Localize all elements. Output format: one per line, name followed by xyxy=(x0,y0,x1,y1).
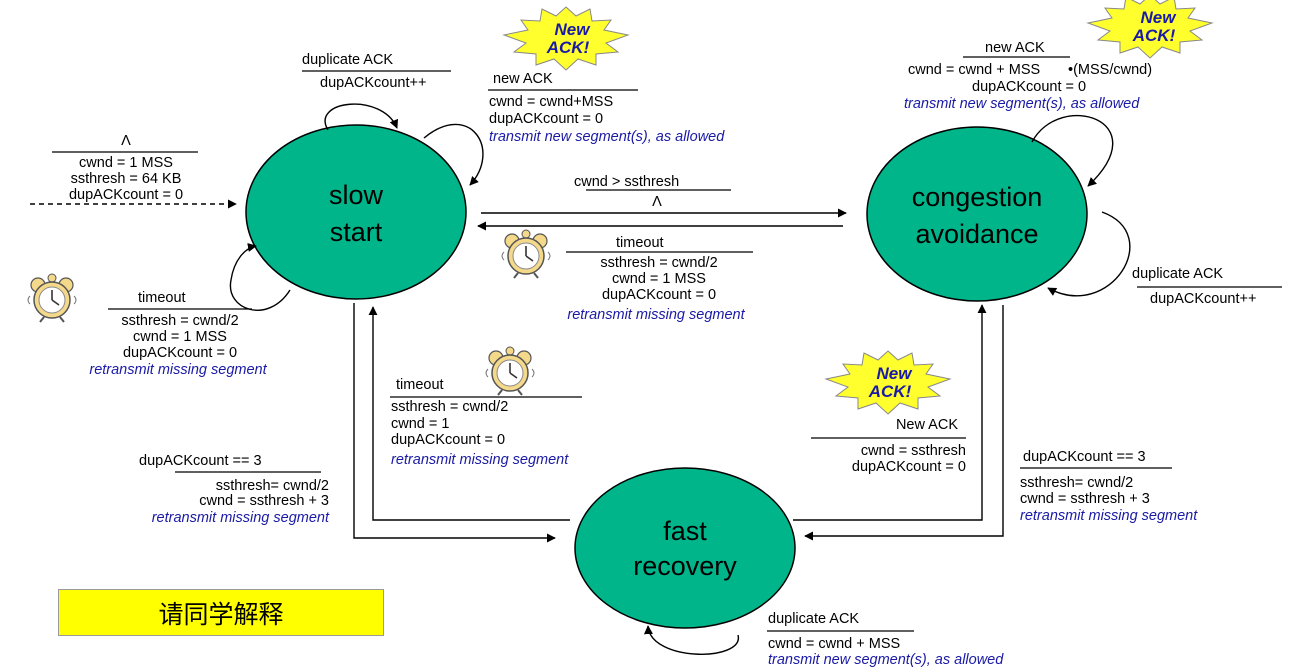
label-fr-timeout: timeout ssthresh = cwnd/2 cwnd = 1 dupAC… xyxy=(390,377,582,468)
label-fr-to-ca: New ACK cwnd = ssthresh dupACKcount = 0 xyxy=(811,417,966,475)
action-text: cwnd = ssthresh + 3 xyxy=(1020,491,1150,507)
action-italic-text: retransmit missing segment xyxy=(391,452,569,468)
state-fast-recovery: fast recovery xyxy=(574,467,796,629)
alarm-clock-icon xyxy=(485,346,535,396)
action-italic-text: transmit new segment(s), as allowed xyxy=(904,96,1140,112)
fr-to-ss-timeout-arrow xyxy=(368,306,570,521)
ca-to-fr-arrow xyxy=(804,305,1004,541)
ca-newack-loop-arrow xyxy=(1031,114,1114,187)
transition-arrows xyxy=(30,103,1131,655)
action-text: ssthresh = cwnd/2 xyxy=(600,255,717,271)
action-text: dupACKcount = 0 xyxy=(69,187,183,203)
label-fr-dup: duplicate ACK cwnd = cwnd + MSS transmit… xyxy=(767,611,1004,668)
action-text: cwnd = 1 MSS xyxy=(79,155,173,171)
label-ss-timeout: timeout ssthresh = cwnd/2 cwnd = 1 MSS d… xyxy=(89,290,267,378)
burst-text: New xyxy=(555,20,592,39)
action-italic-text: retransmit missing segment xyxy=(567,307,745,323)
state-label: recovery xyxy=(633,551,737,581)
burst-text: ACK! xyxy=(1132,26,1176,45)
action-text: dupACKcount = 0 xyxy=(489,111,603,127)
event-text: dupACKcount == 3 xyxy=(139,453,262,469)
action-text: Λ xyxy=(652,194,662,210)
new-ack-burst-icon: New ACK! xyxy=(824,350,952,415)
note-text: 请同学解释 xyxy=(158,599,284,629)
action-text: dupACKcount++ xyxy=(320,75,426,91)
label-ca-newack: new ACK cwnd = cwnd + MSS •(MSS/cwnd) du… xyxy=(904,40,1152,112)
event-text: duplicate ACK xyxy=(768,611,859,627)
action-text: dupACKcount = 0 xyxy=(972,79,1086,95)
burst-text: New xyxy=(877,364,914,383)
burst-star xyxy=(824,350,952,415)
state-label: avoidance xyxy=(915,219,1038,249)
label-ss-newack: new ACK cwnd = cwnd+MSS dupACKcount = 0 … xyxy=(488,71,725,145)
ss-to-fr-arrow xyxy=(353,303,556,543)
label-ca-to-fr: dupACKcount == 3 ssthresh= cwnd/2 cwnd =… xyxy=(1020,449,1198,524)
label-ss-dup: duplicate ACK dupACKcount++ xyxy=(302,52,451,91)
action-text: cwnd = 1 MSS xyxy=(612,271,706,287)
alarm-clock-icon xyxy=(501,229,551,279)
ss-dup-loop-arrow xyxy=(324,103,399,131)
burst-text: ACK! xyxy=(868,382,912,401)
event-text: duplicate ACK xyxy=(302,52,393,68)
burst-text: ACK! xyxy=(546,38,590,57)
action-text: dupACKcount = 0 xyxy=(391,432,505,448)
action-italic-text: retransmit missing segment xyxy=(152,510,330,526)
action-text: cwnd = 1 xyxy=(391,416,449,432)
action-text: cwnd = cwnd + MSS xyxy=(768,636,900,652)
fr-to-ca-arrow xyxy=(793,304,987,521)
label-init: Λ cwnd = 1 MSS ssthresh = 64 KB dupACKco… xyxy=(52,133,198,203)
action-italic-text: retransmit missing segment xyxy=(89,362,267,378)
action-text: ssthresh = cwnd/2 xyxy=(121,313,238,329)
event-text: dupACKcount == 3 xyxy=(1023,449,1146,465)
action-text: ssthresh= cwnd/2 xyxy=(216,478,329,494)
action-text: cwnd = ssthresh + 3 xyxy=(199,493,329,509)
action-text: dupACKcount = 0 xyxy=(852,459,966,475)
action-text: cwnd = cwnd + MSS xyxy=(908,62,1040,78)
action-text: dupACKcount = 0 xyxy=(123,345,237,361)
action-text: dupACKcount++ xyxy=(1150,291,1256,307)
event-text: new ACK xyxy=(985,40,1045,56)
ca-dup-loop-arrow xyxy=(1047,211,1131,297)
action-italic-text: transmit new segment(s), as allowed xyxy=(489,129,725,145)
state-label: congestion xyxy=(912,182,1043,212)
burst-star xyxy=(1086,0,1214,59)
new-ack-burst-icon: New ACK! xyxy=(1086,0,1214,59)
action-text: •(MSS/cwnd) xyxy=(1068,62,1152,78)
event-text: Λ xyxy=(121,133,131,149)
state-label: slow xyxy=(329,180,384,210)
ss-timeout-loop-arrow xyxy=(229,243,291,311)
event-text: new ACK xyxy=(493,71,553,87)
action-text: cwnd = 1 MSS xyxy=(133,329,227,345)
fr-dup-loop-arrow xyxy=(643,625,739,655)
action-text: cwnd = cwnd+MSS xyxy=(489,94,613,110)
state-label: start xyxy=(330,217,383,247)
new-ack-burst-icon: New ACK! xyxy=(502,6,630,71)
action-text: cwnd = ssthresh xyxy=(861,443,966,459)
action-italic-text: retransmit missing segment xyxy=(1020,508,1198,524)
action-text: ssthresh= cwnd/2 xyxy=(1020,475,1133,491)
event-text: timeout xyxy=(396,377,444,393)
ss-newack-loop-arrow xyxy=(423,123,484,186)
action-text: dupACKcount = 0 xyxy=(602,287,716,303)
label-ca-to-ss: timeout ssthresh = cwnd/2 cwnd = 1 MSS d… xyxy=(566,235,753,323)
action-text: ssthresh = cwnd/2 xyxy=(391,399,508,415)
action-italic-text: transmit new segment(s), as allowed xyxy=(768,652,1004,668)
event-text: duplicate ACK xyxy=(1132,266,1223,282)
state-label: fast xyxy=(663,516,707,546)
event-text: New ACK xyxy=(896,417,958,433)
event-text: timeout xyxy=(616,235,664,251)
alarm-clock-icon xyxy=(27,273,77,323)
burst-text: New xyxy=(1141,8,1178,27)
label-ca-dup: duplicate ACK dupACKcount++ xyxy=(1132,266,1282,307)
label-ss-to-fr: dupACKcount == 3 ssthresh= cwnd/2 cwnd =… xyxy=(139,453,330,526)
burst-star xyxy=(502,6,630,71)
state-congestion-avoidance: congestion avoidance xyxy=(866,126,1088,302)
event-text: timeout xyxy=(138,290,186,306)
state-slow-start: slow start xyxy=(245,124,467,300)
event-text: cwnd > ssthresh xyxy=(574,174,679,190)
action-text: ssthresh = 64 KB xyxy=(71,171,182,187)
label-ss-to-ca: cwnd > ssthresh Λ xyxy=(574,174,731,210)
note-box: 请同学解释 xyxy=(58,589,384,636)
